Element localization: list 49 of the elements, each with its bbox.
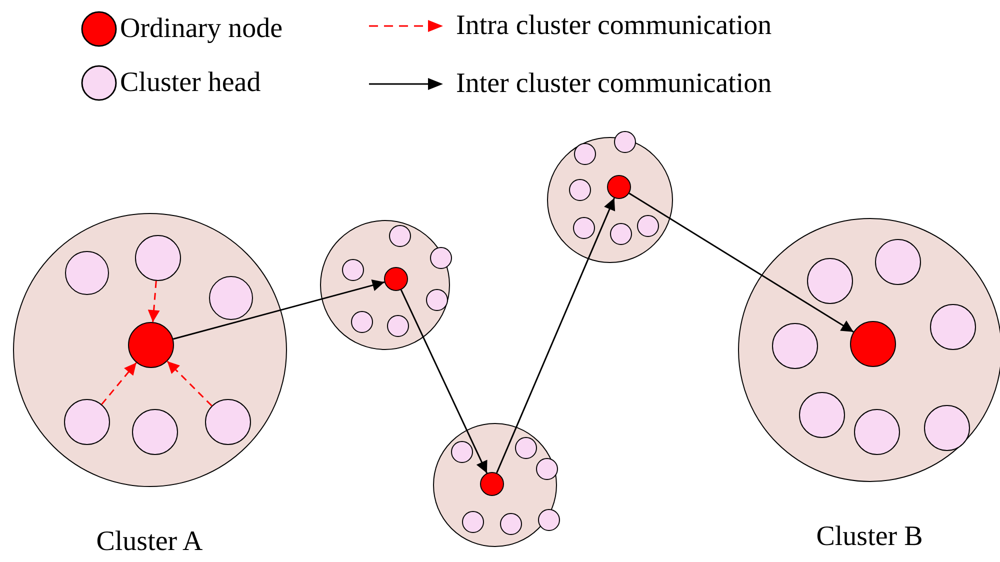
node-circle <box>514 436 536 458</box>
arrow <box>148 280 160 322</box>
node-circle <box>924 404 970 450</box>
node-circle <box>132 408 178 454</box>
node-circle <box>874 238 920 284</box>
arrow <box>400 290 488 474</box>
node-circle <box>462 510 484 532</box>
node-circle <box>208 276 252 320</box>
node-circle <box>636 214 658 236</box>
node-circle <box>806 258 852 304</box>
node-circle <box>568 178 590 200</box>
node-circle <box>480 472 504 496</box>
arrow <box>166 360 212 406</box>
cluster-label: Cluster A <box>95 526 204 558</box>
arrow <box>496 198 616 474</box>
legend-label: Ordinary node <box>120 13 283 45</box>
node-circle <box>606 174 630 198</box>
node-circle <box>430 246 452 268</box>
legend-label: Cluster head <box>120 67 261 99</box>
node-circle <box>538 508 560 530</box>
node-circle <box>342 258 364 280</box>
node-circle <box>426 288 448 310</box>
node-circle <box>610 222 632 244</box>
node-circle <box>388 224 410 246</box>
node-circle <box>386 314 408 336</box>
node-circle <box>798 392 844 438</box>
node-circle <box>64 398 110 444</box>
legend-label: Intra cluster communication <box>456 10 772 42</box>
node-circle <box>450 440 472 462</box>
arrow <box>173 279 385 340</box>
node-circle <box>134 234 180 280</box>
cluster-label: Cluster B <box>815 521 924 553</box>
node-circle <box>64 250 108 294</box>
node-circle <box>500 512 522 534</box>
node-circle <box>574 142 596 164</box>
arrow <box>628 192 854 333</box>
node-circle <box>350 310 372 332</box>
node-circle <box>772 322 818 368</box>
node-circle <box>854 408 900 454</box>
node-circle <box>128 322 174 368</box>
arrow <box>101 362 137 405</box>
node-circle <box>536 458 558 480</box>
node-circle <box>204 398 250 444</box>
node-circle <box>930 304 976 350</box>
node-circle <box>614 130 636 152</box>
node-circle <box>572 216 594 238</box>
legend-label: Inter cluster communication <box>456 68 772 100</box>
node-circle <box>850 320 896 366</box>
node-circle <box>384 266 408 290</box>
